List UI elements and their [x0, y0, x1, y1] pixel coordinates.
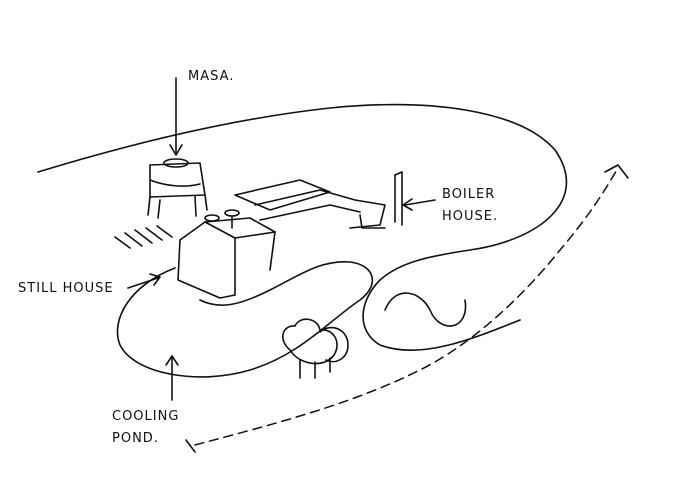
- boundary-start-marker: [185, 439, 196, 453]
- long-sheds: [234, 179, 386, 229]
- hill-ridge-outline: [37, 103, 568, 352]
- masa-leader: [169, 77, 183, 156]
- trees: [282, 318, 349, 379]
- cooling-leader: [165, 355, 179, 401]
- cooling-pond-outline: [116, 261, 374, 378]
- still-house-building: [177, 209, 276, 299]
- boiler-house-chimney: [394, 171, 403, 226]
- cooling-label-line-2: POND.: [112, 431, 159, 446]
- boiler-label-line-1: BOILER: [442, 187, 495, 202]
- trail-meander: [384, 292, 467, 327]
- dashed-boundary: [194, 167, 619, 446]
- boiler-label-line-2: HOUSE.: [442, 209, 498, 224]
- boundary-end-marker: [604, 164, 629, 179]
- still-house-label: STILL HOUSE: [18, 281, 114, 296]
- still-house-leader: [127, 273, 161, 289]
- cooling-label-line-1: COOLING: [112, 409, 179, 424]
- boiler-leader: [402, 198, 436, 211]
- masa-building: [147, 158, 208, 219]
- hatching: [114, 225, 173, 249]
- masa-label: MASA.: [188, 69, 234, 84]
